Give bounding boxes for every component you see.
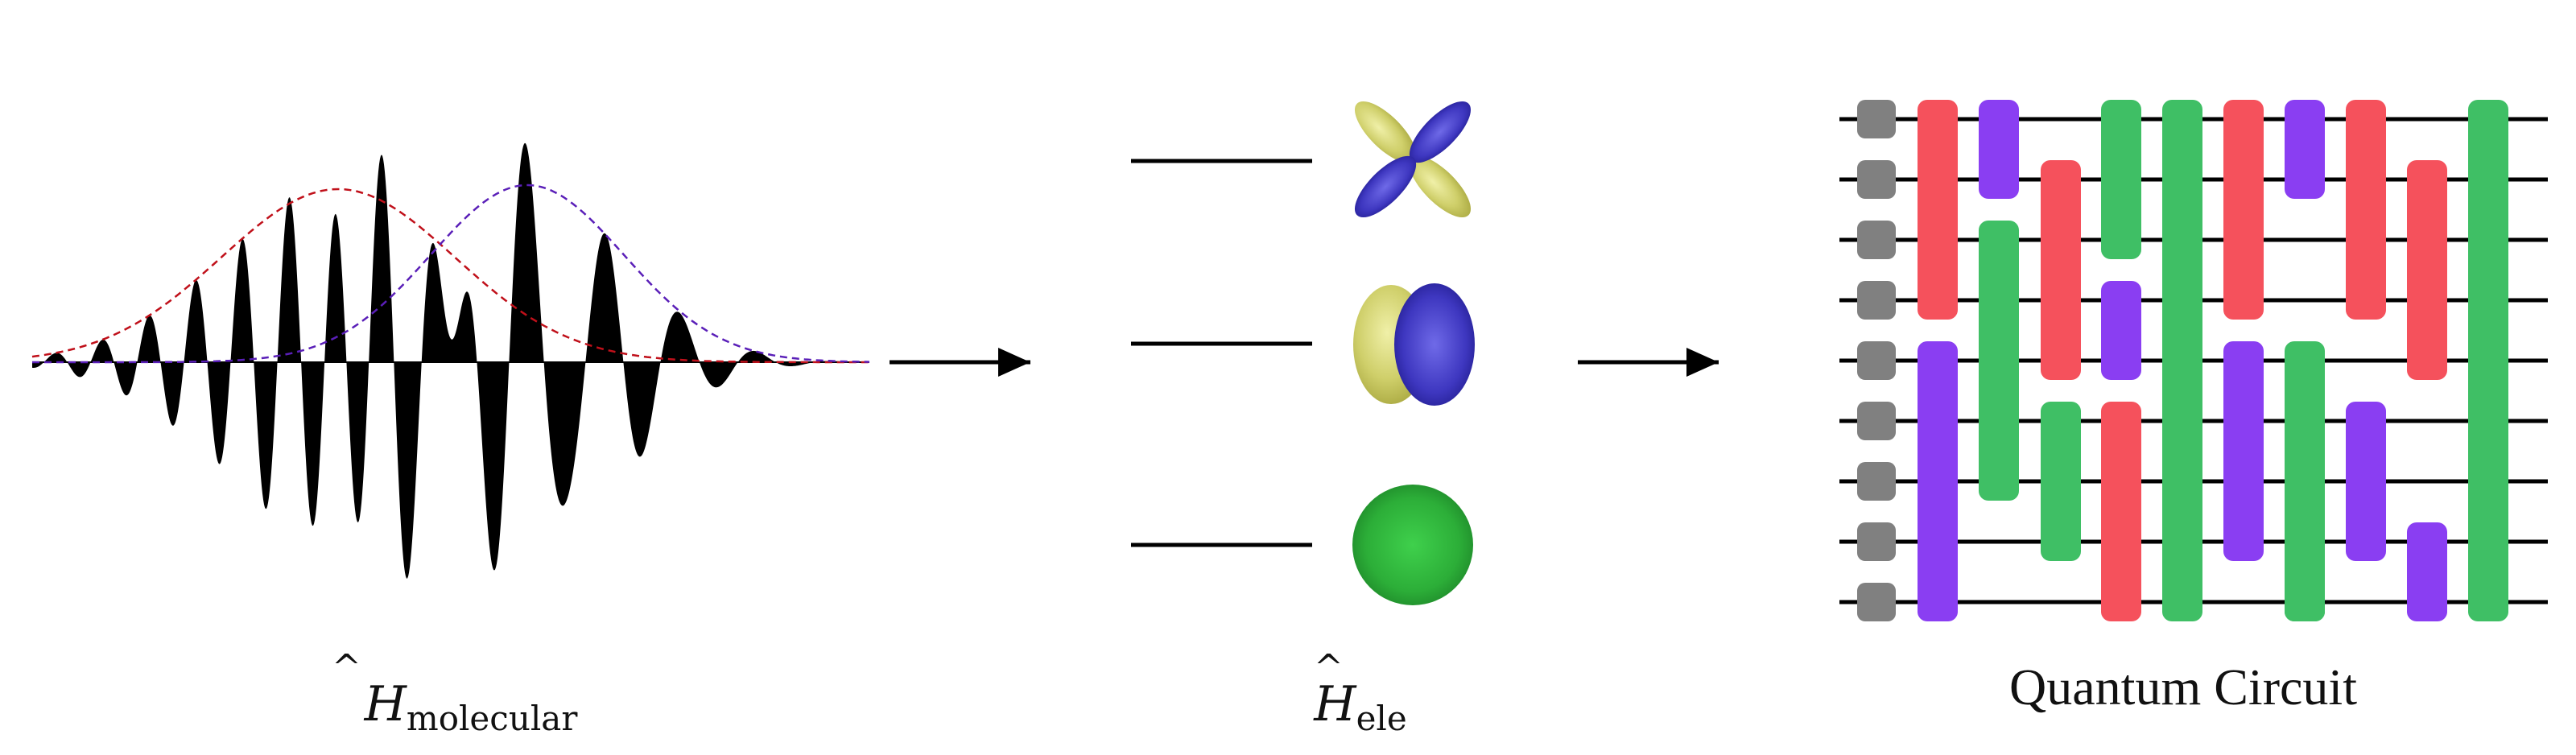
qubit-init-block — [1857, 221, 1896, 259]
gate-purple — [2101, 281, 2141, 380]
qubit-init-block — [1857, 341, 1896, 380]
qubit-init-block — [1857, 402, 1896, 440]
molecular-wavepacket-panel — [31, 142, 870, 579]
molecular-hamiltonian-label: Hmolecular — [364, 676, 579, 738]
qubit-init-block — [1857, 281, 1896, 320]
gate-red — [2407, 160, 2447, 380]
gate-purple — [1979, 100, 2019, 199]
hat-accent: ^ — [332, 647, 361, 688]
quantum-circuit-label: Quantum Circuit — [2009, 658, 2357, 716]
d-orbital-icon — [1354, 101, 1472, 218]
quantum-circuit — [1839, 100, 2548, 621]
gate-green — [2101, 100, 2141, 259]
gate-red — [1918, 100, 1958, 320]
gate-green — [2162, 100, 2202, 621]
electronic-hamiltonian-label: Hele — [1313, 676, 1406, 738]
gate-red — [2223, 100, 2264, 320]
arrow-right-icon — [890, 348, 1030, 377]
energy-levels — [1131, 159, 1312, 547]
s-orbital-icon — [1352, 485, 1473, 605]
gate-red — [2041, 160, 2081, 380]
qubit-init-block — [1857, 100, 1896, 138]
gate-green — [1979, 221, 2019, 501]
gate-purple — [2346, 402, 2386, 561]
gate-red — [2346, 100, 2386, 320]
p-orbital-icon — [1353, 283, 1475, 406]
gate-purple — [2223, 341, 2264, 561]
gate-green — [2285, 522, 2325, 621]
gaussian-envelope-purple — [32, 184, 870, 364]
arrow-right-icon — [1578, 348, 1719, 377]
gate-green — [2041, 402, 2081, 561]
hat-accent: ^ — [1314, 647, 1344, 688]
qubit-init-block — [1857, 462, 1896, 501]
qubit-init-block — [1857, 522, 1896, 561]
gate-red — [2101, 402, 2141, 621]
qubit-init-block — [1857, 160, 1896, 199]
wavepacket-oscillation — [32, 142, 869, 579]
qubit-init-block — [1857, 583, 1896, 621]
gaussian-envelope-red — [31, 188, 869, 364]
gate-green — [2468, 100, 2508, 621]
gate-purple — [2285, 100, 2325, 199]
gate-purple — [1918, 341, 1958, 621]
gate-purple — [2407, 522, 2447, 621]
